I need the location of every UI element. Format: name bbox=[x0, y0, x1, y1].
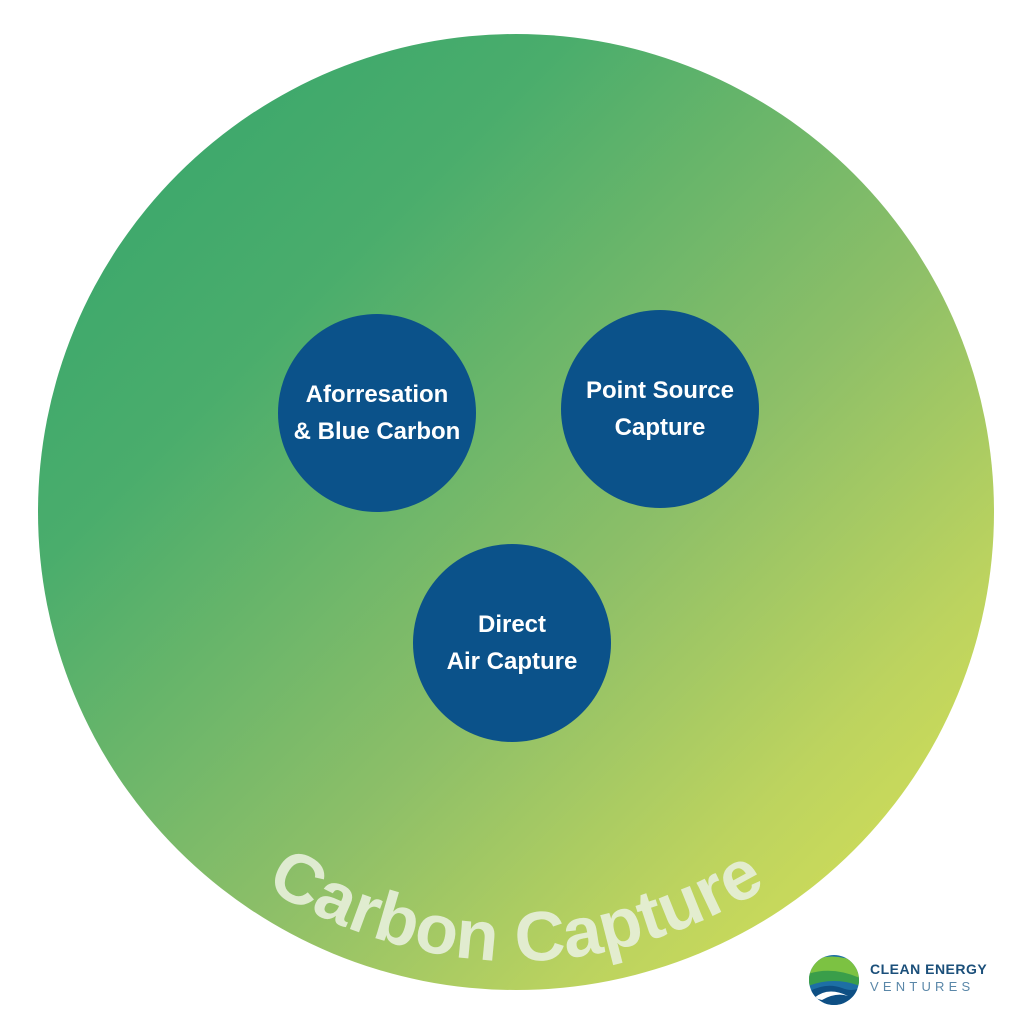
node-direct-air-capture[interactable]: Direct Air Capture bbox=[413, 544, 611, 742]
node-label-line-1: Point Source bbox=[585, 377, 735, 404]
logo-wordmark: CLEAN ENERGY VENTURES bbox=[870, 960, 987, 996]
node-afforestation-blue-carbon[interactable]: Aforresation & Blue Carbon bbox=[278, 314, 476, 512]
clean-energy-ventures-logo[interactable]: CLEAN ENERGY VENTURES bbox=[808, 954, 988, 1005]
logo-line-1: CLEAN ENERGY bbox=[870, 961, 988, 977]
logo-line-2: VENTURES bbox=[870, 979, 975, 994]
node-label-line-2: Air Capture bbox=[446, 648, 578, 675]
carbon-capture-circle: Carbon Capture bbox=[38, 34, 994, 990]
node-label-line-2: & Blue Carbon bbox=[293, 418, 461, 445]
node-label-line-1: Direct bbox=[477, 611, 547, 638]
outer-label-text: Carbon Capture bbox=[258, 833, 774, 977]
node-point-source-capture[interactable]: Point Source Capture bbox=[561, 310, 759, 508]
outer-label-arc: Carbon Capture bbox=[258, 833, 774, 977]
outer-label: Carbon Capture bbox=[258, 833, 774, 977]
node-label-line-1: Aforresation bbox=[305, 381, 449, 408]
clean-energy-ventures-logo-icon bbox=[809, 955, 859, 1005]
node-label-line-2: Capture bbox=[614, 414, 706, 441]
